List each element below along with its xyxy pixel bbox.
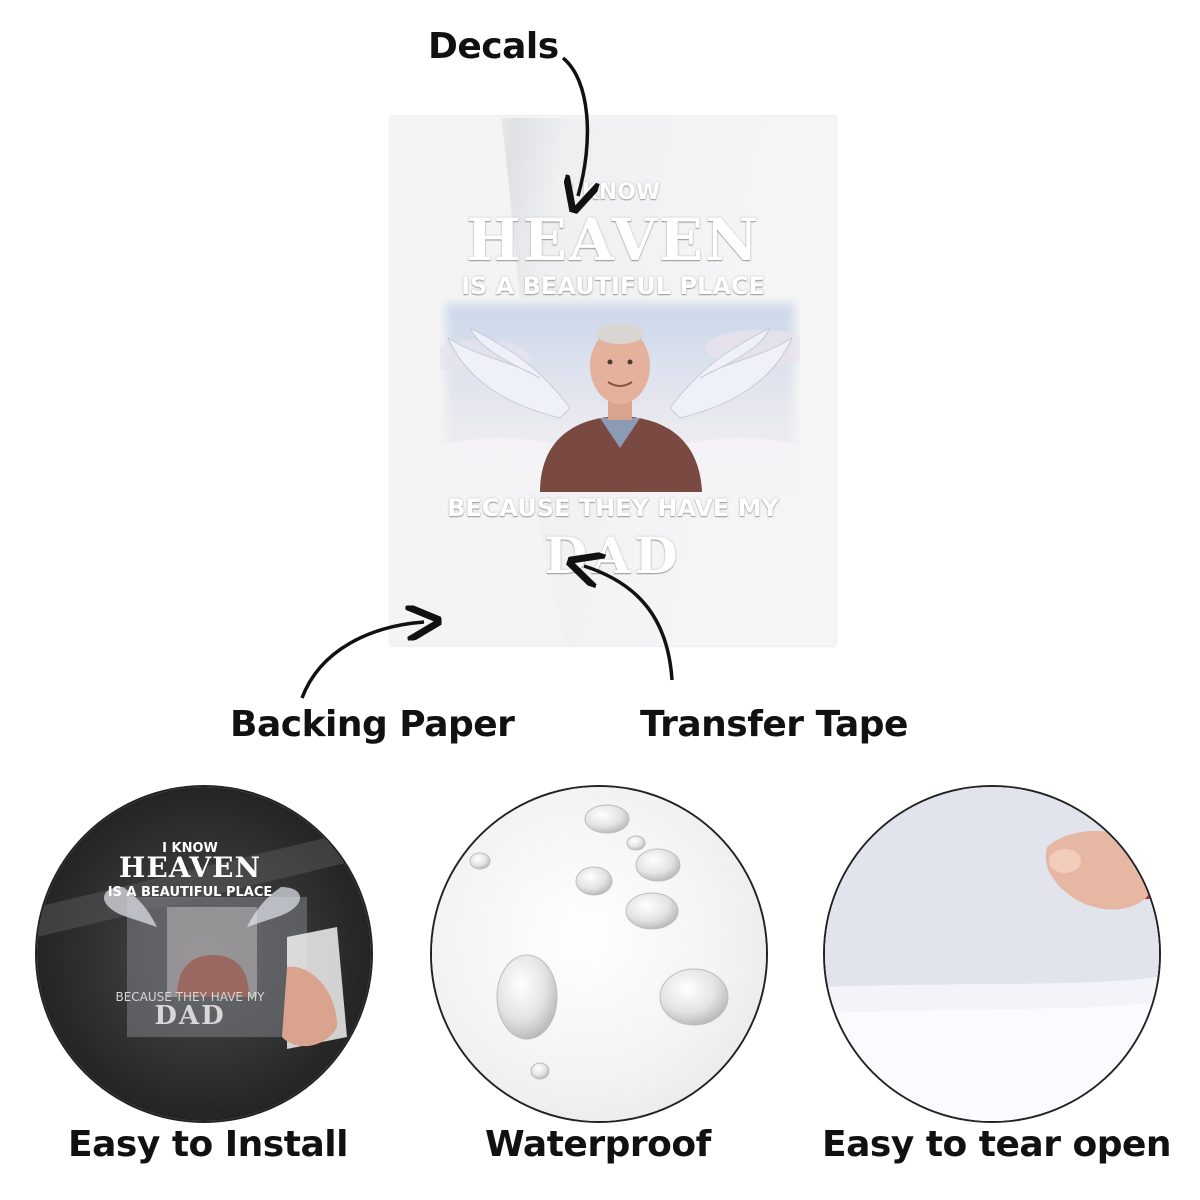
install-photo-icon xyxy=(37,827,371,1049)
feature-label-easy-to-tear-open: Easy to tear open xyxy=(822,1124,1172,1165)
feature-label-easy-to-install: Easy to Install xyxy=(68,1124,348,1165)
install-photo-circle: I KNOW HEAVEN IS A BEAUTIFUL PLACE BECAU… xyxy=(37,787,371,1121)
angel-portrait-image xyxy=(410,324,830,498)
memorial-photo xyxy=(410,298,830,498)
sticker-line-i-know: I KNOW xyxy=(565,180,661,205)
install-text-because: BECAUSE THEY HAVE MY xyxy=(115,990,265,1004)
water-droplets-icon xyxy=(469,804,729,1080)
tear-open-circle xyxy=(825,787,1159,1121)
install-text-dad: DAD xyxy=(154,1001,226,1031)
backing-paper-label: Backing Paper xyxy=(230,704,515,745)
sticker-line-dad: DAD xyxy=(544,526,682,585)
decals-label: Decals xyxy=(428,26,559,67)
transfer-tape-label: Transfer Tape xyxy=(640,704,908,745)
install-text-beautiful-place: IS A BEAUTIFUL PLACE xyxy=(107,885,273,900)
install-text-i-know: I KNOW xyxy=(162,841,218,856)
sticker-line-beautiful-place: IS A BEAUTIFUL PLACE xyxy=(461,272,765,300)
install-text-heaven: HEAVEN xyxy=(118,851,262,884)
feature-label-waterproof: Waterproof xyxy=(485,1124,711,1165)
peeling-corner-icon xyxy=(825,787,1159,1121)
sticker-line-because: BECAUSE THEY HAVE MY xyxy=(447,494,779,522)
waterproof-circle xyxy=(432,787,766,1121)
sticker-line-heaven: HEAVEN xyxy=(465,206,760,274)
